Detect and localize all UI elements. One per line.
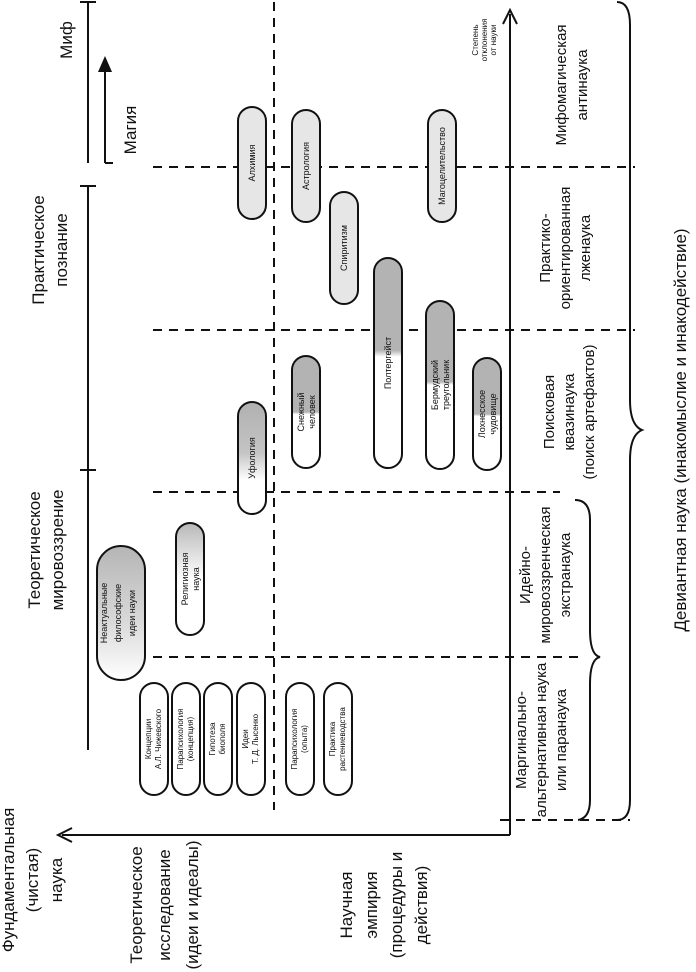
item-nessie: Лохнесское чудовище [472,357,502,471]
item-religious-science: Религиозная наука [175,522,205,636]
item-plant-label-1: Практика [328,721,337,756]
cat-mythomagic-1: Мифомагическая [553,24,570,145]
cat-mythomagic-2: антинаука [574,49,591,121]
item-chizhevsky: Концепции А.Л. Чижевского [139,682,169,796]
item-religious-label-2: наука [191,567,201,591]
cat-para-1: Маргинально- [513,691,530,789]
cat-pseudo-1: Практико- [537,213,554,283]
cat-para-2: альтернативная наука [533,662,550,817]
item-plant-growing: Практика растениеводства [323,682,353,796]
item-alchemy-label: Алхимия [247,144,257,181]
deviation-label-3: от науки [489,25,498,56]
item-bigfoot-label-2: человек [307,395,317,428]
item-parapsych-concept: Парапсихология (концепция) [171,682,201,796]
item-parapsych-concept-label-2: (концепция) [186,716,195,761]
item-magic-healing: Магоцелительство [427,109,457,223]
practical-label-1: Практическое [29,195,48,304]
item-parapsych-exp-label-2: (опыта) [300,725,309,753]
item-lysenko: Идеи Т. Д. Лысенко [236,682,266,796]
cat-quasi-3: (поиск артефактов) [581,345,598,480]
arrow-left-icon [55,827,73,843]
item-chizhevsky-label-1: Концепции [144,719,153,759]
item-parapsych-concept-label-1: Парапсихология [176,708,185,769]
item-philosophy-label-2: философские [113,584,123,642]
row-empirical-4: действия) [412,866,431,945]
item-ufology-label: Уфология [247,437,257,479]
item-nessie-label-2: чудовище [488,393,498,434]
item-philosophy-label-3: идеи науки [127,590,137,636]
item-poltergeist-label: Полтергейст [383,337,393,389]
categories: Мифомагическая антинаука Практико- ориен… [513,1,690,821]
item-bigfoot-label-1: Снежный [296,393,306,432]
cat-extra-3: экстранаука [557,532,574,617]
cat-quasi-1: Поисковая [541,375,558,449]
item-nessie-label-1: Лохнесское [477,390,487,438]
practical-label-2: познание [52,213,71,286]
cat-extra-1: Идейно- [517,546,534,604]
item-lysenko-label-2: Т. Д. Лысенко [251,713,260,764]
cat-quasi-2: квазинаука [561,373,578,451]
axes: Степень отклонения от науки Фундаменталь… [0,7,518,970]
grid-lines [153,2,635,821]
item-plant-label-2: растениеводства [338,707,347,771]
item-biofield-label-2: биополя [218,723,227,754]
item-bigfoot: Снежный человек [291,355,321,469]
item-bermuda: Бермудский треугольник [425,300,455,470]
item-biofield-label-1: Гипотеза [208,722,217,755]
item-religious-label-1: Религиозная [180,552,190,605]
fundamental-label-1: Фундаментальная [0,808,18,953]
arrow-up-icon [502,7,518,25]
myth-label: Миф [57,21,76,59]
fundamental-label-2: (чистая) [23,848,42,912]
item-chizhevsky-label-2: А.Л. Чижевского [154,708,163,769]
item-ufology: Уфология [237,401,267,515]
item-obsolete-philosophy: Неактуальные философские идеи науки [96,545,146,681]
cat-deviant: Девиантная наука (инакомыслие и инакодей… [671,228,690,631]
item-alchemy: Алхимия [237,106,267,220]
cat-pseudo-2: ориентированная [557,187,574,310]
top-scale: Миф Магия Практическое познание Теоретич… [25,1,140,750]
deviation-label-2: отклонения [480,19,489,62]
row-theoretical-1: Теоретическое [127,846,146,963]
brace-deviant [616,1,645,821]
item-parapsych-exp-label-1: Парапсихология [290,708,299,769]
item-spiritism: Спиритизм [329,191,359,305]
item-astrology: Астрология [291,109,321,223]
arrow-up-icon [98,56,112,72]
item-biofield: Гипотеза биополя [203,682,233,796]
row-theoretical-3: (идеи и идеалы) [183,840,202,969]
row-empirical-1: Научная [337,872,356,939]
fundamental-label-3: наука [47,857,66,902]
row-empirical-2: эмпирия [362,871,381,938]
cat-extra-2: мировоззренческая [537,507,554,644]
cat-pseudo-3: лженаука [577,214,594,281]
row-empirical-3: (процедуры и [387,852,406,959]
items: Алхимия Астрология Магоцелительство Спир… [96,106,502,796]
cat-para-3: или паранаука [553,688,570,791]
item-philosophy-label-1: Неактуальные [99,583,109,644]
theoretical-label-1: Теоретическое [25,491,44,608]
magic-label: Магия [121,106,140,155]
item-poltergeist: Полтергейст [373,257,403,469]
item-bermuda-label-1: Бермудский [430,360,440,410]
item-lysenko-label-1: Идеи [241,729,250,748]
brace-extra-para [574,499,601,821]
deviation-label-1: Степень [471,24,480,55]
item-spiritism-label: Спиритизм [339,225,349,271]
item-astrology-label: Астрология [301,142,311,190]
item-parapsych-exp: Парапсихология (опыта) [285,682,315,796]
item-magic-healing-label: Магоцелительство [437,127,447,205]
item-bermuda-label-2: треугольник [441,360,451,410]
theoretical-label-2: мировоззрение [48,490,67,611]
row-theoretical-2: исследование [155,849,174,961]
